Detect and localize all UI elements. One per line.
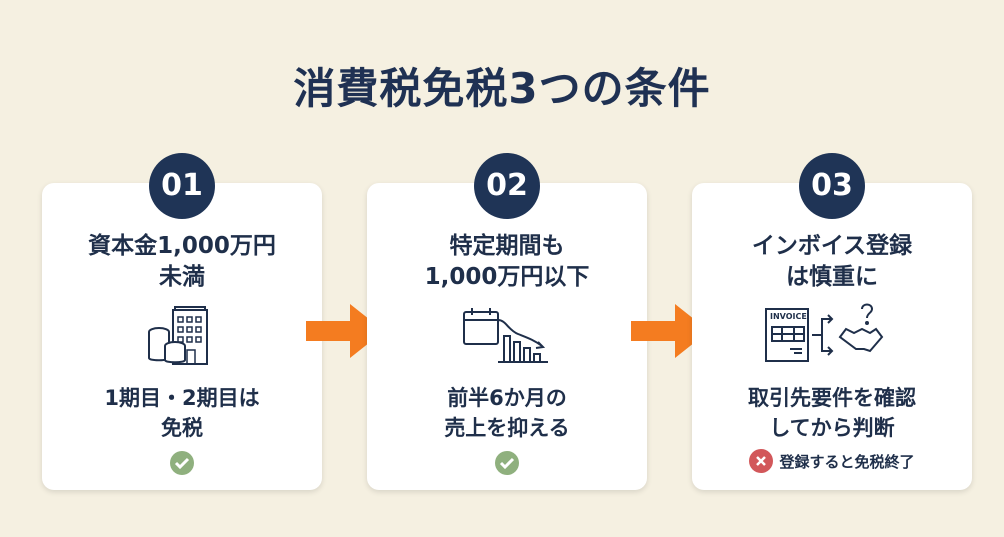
step-number-badge: 03 — [799, 153, 865, 219]
cross-icon — [749, 449, 774, 473]
condition-card-2: 特定期間も 1,000万円以下 前半6か月の売上を抑える — [367, 183, 647, 490]
card-subtext: 前半6か月の売上を抑える — [367, 383, 647, 443]
sub-line: 取引先要件を確認 — [748, 386, 916, 410]
heading-line: 1,000万円以下 — [424, 264, 590, 290]
card-subtext: 1期目・2期目は免税 — [42, 383, 322, 443]
warning-note: 登録すると免税終了 — [692, 449, 972, 473]
heading-line: 未満 — [159, 264, 205, 290]
arrow-right-icon — [306, 304, 384, 358]
heading-line: は慎重に — [786, 264, 878, 290]
card-heading: 特定期間も 1,000万円以下 — [367, 231, 647, 293]
check-icon — [170, 451, 194, 475]
heading-line: 特定期間も — [449, 233, 565, 259]
invoice-handshake-icon: INVOICE — [762, 301, 902, 363]
card-heading: 資本金1,000万円未満 — [42, 231, 322, 293]
coins-building-icon — [148, 306, 208, 365]
step-number-badge: 02 — [474, 153, 540, 219]
heading-line: インボイス登録 — [751, 233, 913, 259]
calendar-declining-chart-icon — [463, 308, 548, 363]
step-number-badge: 01 — [149, 153, 215, 219]
sub-line: 売上を抑える — [444, 416, 570, 440]
card-heading: インボイス登録は慎重に — [692, 231, 972, 293]
invoice-label: INVOICE — [770, 312, 807, 321]
heading-line: 資本金1,000万円 — [88, 233, 276, 259]
page-title: 消費税免税3つの条件 — [293, 64, 711, 113]
check-icon — [495, 451, 519, 475]
condition-card-3: インボイス登録は慎重に INVOICE 取引先要件を確認してから判断 登録すると… — [692, 183, 972, 490]
sub-line: 免税 — [161, 416, 203, 440]
arrow-right-icon — [631, 304, 709, 358]
condition-card-1: 資本金1,000万円未満 1期目・2期目は免税 — [42, 183, 322, 490]
card-subtext: 取引先要件を確認してから判断 — [692, 383, 972, 443]
note-text: 登録すると免税終了 — [779, 452, 915, 471]
sub-line: 1期目・2期目は — [104, 386, 260, 410]
sub-line: してから判断 — [769, 416, 895, 440]
sub-line: 前半6か月の — [447, 386, 567, 410]
